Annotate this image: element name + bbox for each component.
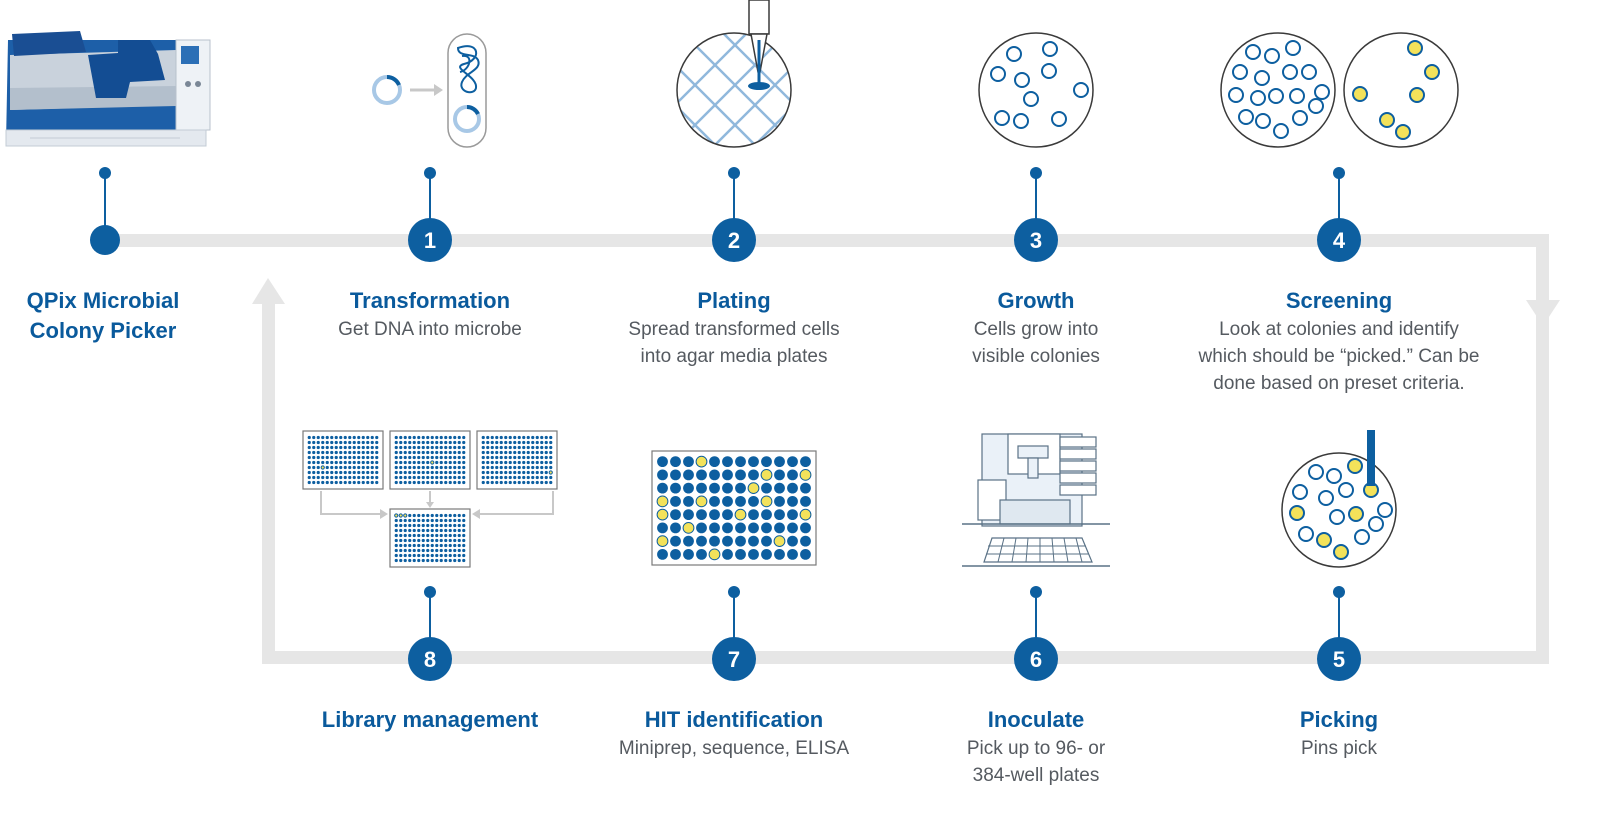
transformation-illustration — [372, 33, 487, 148]
step-desc-6-line2: 384-well plates — [972, 765, 1100, 786]
screening-illustration — [1220, 32, 1459, 148]
step-label-4: Screening Look at colonies and identify … — [1199, 286, 1480, 397]
step-node-1 — [408, 218, 452, 262]
step-node-6 — [1014, 637, 1058, 681]
step-number-8: 8 — [424, 647, 436, 672]
step-number-6: 6 — [1030, 647, 1042, 672]
library-plate-b — [389, 430, 471, 490]
step-title-2: Plating — [697, 288, 771, 313]
step-label-8: Library management — [322, 705, 538, 735]
step-label-2: Plating Spread transformed cells into ag… — [628, 286, 839, 370]
step-node-7 — [712, 637, 756, 681]
step-desc-4-line2: which should be “picked.” Can be — [1198, 346, 1480, 367]
flow-track — [106, 234, 1560, 664]
product-title-line1: QPix Microbial — [26, 288, 180, 313]
hit-plate-illustration — [651, 450, 817, 566]
step-label-5: Picking Pins pick — [1300, 705, 1378, 762]
library-plate-a — [302, 430, 384, 490]
stems — [104, 173, 1340, 639]
step-desc-6-line1: Pick up to 96- or — [966, 738, 1106, 759]
step-label-7: HIT identification Miniprep, sequence, E… — [619, 705, 849, 762]
step-node-2 — [712, 218, 756, 262]
inoculate-illustration — [962, 433, 1110, 567]
step-number-2: 2 — [728, 228, 740, 253]
step-node-3 — [1014, 218, 1058, 262]
step-number-4: 4 — [1333, 228, 1346, 253]
step-nodes — [408, 218, 1361, 681]
step-desc-1-line1: Get DNA into microbe — [338, 319, 522, 340]
step-label-6: Inoculate Pick up to 96- or 384-well pla… — [967, 705, 1105, 789]
step-label-3: Growth Cells grow into visible colonies — [972, 286, 1100, 370]
step-title-4: Screening — [1285, 288, 1393, 313]
track-left — [262, 300, 275, 664]
step-node-4 — [1317, 218, 1361, 262]
library-arrow-heads — [380, 502, 480, 519]
growth-illustration — [978, 32, 1094, 148]
step-node-8 — [408, 637, 452, 681]
step-desc-5-line1: Pins pick — [1300, 738, 1378, 759]
step-node-5 — [1317, 637, 1361, 681]
step-title-8: Library management — [321, 707, 539, 732]
step-number-3: 3 — [1030, 228, 1042, 253]
step-desc-4-line3: done based on preset criteria. — [1213, 373, 1465, 394]
product-node — [90, 225, 120, 255]
step-title-5: Picking — [1299, 707, 1379, 732]
picking-illustration — [1281, 430, 1397, 568]
step-desc-2-line2: into agar media plates — [640, 346, 828, 367]
library-plate-c — [476, 430, 558, 490]
step-desc-3-line1: Cells grow into — [973, 319, 1099, 340]
library-arrows — [320, 491, 554, 515]
colony-picker-illustration — [5, 31, 211, 147]
product-label: QPix Microbial Colony Picker — [27, 286, 180, 346]
library-illustration — [302, 430, 558, 568]
step-number-5: 5 — [1333, 647, 1345, 672]
step-desc-7-line1: Miniprep, sequence, ELISA — [618, 738, 850, 759]
step-desc-3-line2: visible colonies — [972, 346, 1100, 367]
step-title-1: Transformation — [349, 288, 511, 313]
step-title-7: HIT identification — [644, 707, 824, 732]
step-desc-4-line1: Look at colonies and identify — [1219, 319, 1459, 340]
track-right-arrow — [1526, 300, 1560, 326]
library-plate-combined — [389, 508, 471, 568]
step-title-3: Growth — [997, 288, 1075, 313]
track-right — [1536, 234, 1549, 664]
step-numbers: 1 2 3 4 5 6 7 8 — [424, 228, 1346, 672]
product-title-line2: Colony Picker — [29, 318, 177, 343]
stem-dots — [99, 167, 1345, 598]
track-bottom — [262, 651, 1549, 664]
step-number-7: 7 — [728, 647, 740, 672]
step-title-6: Inoculate — [987, 707, 1085, 732]
hit-plate — [651, 450, 817, 566]
step-desc-2-line1: Spread transformed cells — [628, 319, 840, 340]
track-left-arrow — [252, 278, 285, 304]
plating-illustration — [676, 0, 792, 148]
step-number-1: 1 — [424, 228, 436, 253]
track-top — [106, 234, 1546, 247]
step-label-1: Transformation Get DNA into microbe — [338, 286, 522, 343]
